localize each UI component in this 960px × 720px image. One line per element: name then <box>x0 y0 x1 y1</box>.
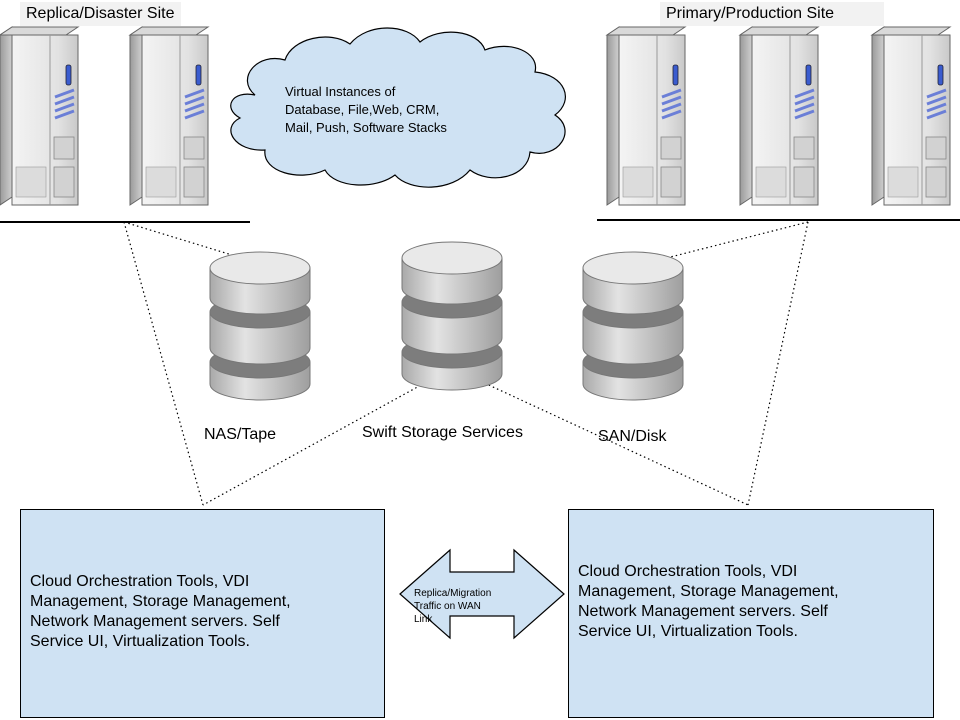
primary-server-2 <box>738 25 820 207</box>
san-disk-stack <box>582 251 684 401</box>
cloud-text-line: Mail, Push, Software Stacks <box>285 120 447 135</box>
primary-server-3 <box>870 25 952 207</box>
virtual-instances-cloud <box>230 27 566 188</box>
primary-management-box <box>568 509 934 718</box>
management-text-line: Cloud Orchestration Tools, VDI <box>578 563 798 580</box>
wan-arrow-text-line: Traffic on WAN <box>414 601 481 612</box>
nas-tape-disk-stack <box>209 251 311 401</box>
wan-double-arrow <box>399 548 565 640</box>
management-text-line: Network Management servers. Self <box>578 603 828 620</box>
management-text-line: Management, Storage Management, <box>30 593 291 610</box>
swift-storage-disk-stack <box>401 241 503 391</box>
management-text-line: Service UI, Virtualization Tools. <box>578 623 798 640</box>
primary-server-1 <box>605 25 687 207</box>
link-replica-leftbox <box>123 221 204 506</box>
replica-server-1 <box>0 25 80 207</box>
link-primary-rightbox <box>747 221 809 506</box>
management-text-line: Cloud Orchestration Tools, VDI <box>30 573 250 590</box>
management-text-line: Network Management servers. Self <box>30 613 280 630</box>
cloud-text-line: Virtual Instances of <box>285 84 396 99</box>
link-swift-rightbox <box>451 367 749 506</box>
swift-storage-label: Swift Storage Services <box>362 424 523 441</box>
san-disk-label: SAN/Disk <box>598 428 667 445</box>
primary-site-label: Primary/Production Site <box>660 2 884 26</box>
replica-management-text: Cloud Orchestration Tools, VDI Managemen… <box>30 572 375 652</box>
replica-site-label: Replica/Disaster Site <box>20 2 181 26</box>
replica-management-box <box>20 509 385 718</box>
nas-tape-label: NAS/Tape <box>204 426 277 443</box>
primary-management-text: Cloud Orchestration Tools, VDI Managemen… <box>578 562 928 642</box>
cloud-text: Virtual Instances of Database, File,Web,… <box>285 83 515 137</box>
wan-arrow-text-line: Replica/Migration <box>414 588 492 599</box>
management-text-line: Service UI, Virtualization Tools. <box>30 633 250 650</box>
wan-arrow-text-line: Link <box>414 614 433 625</box>
replica-server-2 <box>128 25 210 207</box>
cloud-text-line: Database, File,Web, CRM, <box>285 102 440 117</box>
wan-arrow-text: Replica/Migration Traffic on WAN Link <box>414 587 534 626</box>
management-text-line: Management, Storage Management, <box>578 583 839 600</box>
